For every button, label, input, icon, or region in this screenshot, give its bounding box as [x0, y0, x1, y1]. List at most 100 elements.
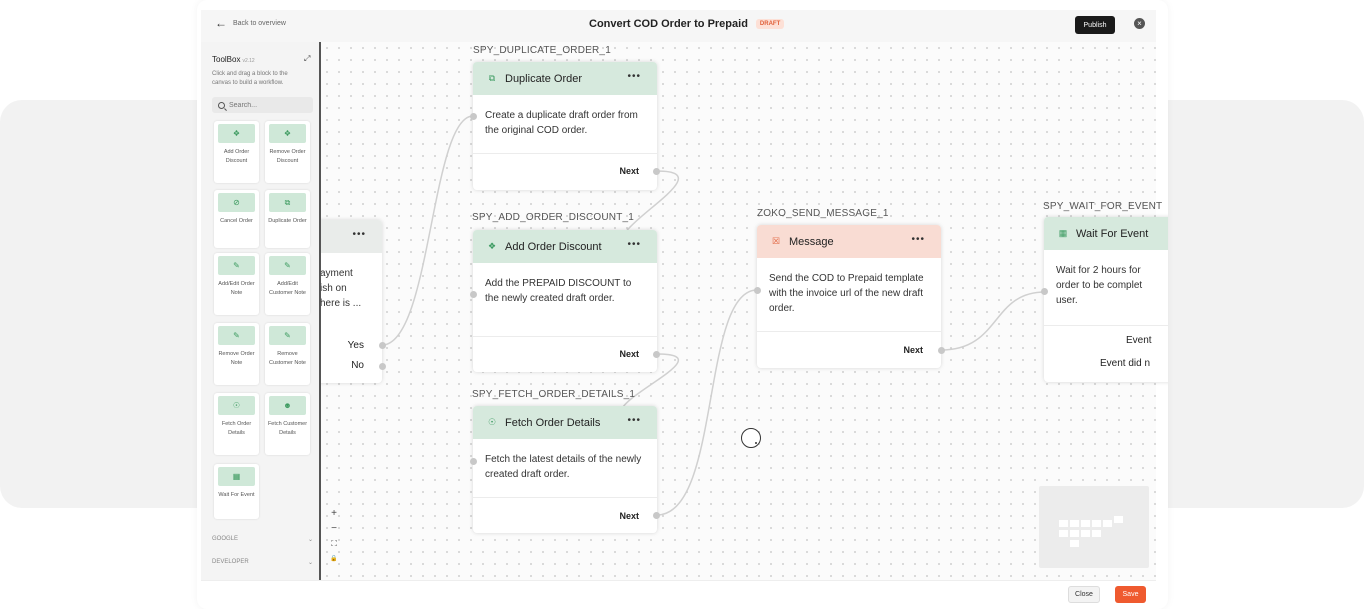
toolbox-section-developer[interactable]: DEVELOPER ⌄ — [212, 559, 313, 566]
node-header: ☒ Message ••• — [757, 225, 941, 258]
workflow-editor: ← Back to overview Convert COD Order to … — [197, 0, 1168, 609]
wait-for-event-node[interactable]: ▦ Wait For Event Wait for 2 hours for or… — [1044, 217, 1168, 382]
more-options-icon[interactable]: ••• — [627, 239, 641, 250]
node-title: Wait For Event — [1076, 227, 1149, 240]
next-label: Next — [619, 349, 639, 359]
copy-icon: ⧉ — [269, 193, 306, 212]
tag-icon: ❖ — [218, 124, 255, 143]
input-port[interactable] — [1041, 288, 1048, 295]
toolbox-block-remove-order-discount[interactable]: ❖ Remove Order Discount — [265, 121, 310, 183]
editor-header: ← Back to overview Convert COD Order to … — [201, 10, 1156, 42]
next-label: Next — [619, 166, 639, 176]
more-options-icon[interactable]: ••• — [352, 229, 366, 240]
mouse-cursor — [741, 428, 761, 448]
toolbox-block-remove-customer-note[interactable]: ✎ Remove Customer Note — [265, 323, 310, 385]
search-input[interactable] — [229, 101, 299, 109]
toolbox-block-fetch-customer-details[interactable]: ☻ Fetch Customer Details — [265, 393, 310, 455]
calendar-icon: ▦ — [1058, 228, 1068, 238]
toolbox-block-duplicate-order[interactable]: ⧉ Duplicate Order — [265, 190, 310, 248]
message-icon: ☒ — [771, 236, 781, 246]
next-port[interactable] — [653, 512, 660, 519]
next-label: Next — [903, 345, 923, 355]
user-icon: ☻ — [269, 396, 306, 415]
input-port[interactable] — [470, 291, 477, 298]
editor-footer: Close Save — [201, 580, 1156, 606]
more-options-icon[interactable]: ••• — [911, 234, 925, 245]
note-icon: ✎ — [218, 326, 255, 345]
edge-message-to-wait — [940, 291, 1046, 351]
duplicate-order-node[interactable]: ⧉ Duplicate Order ••• Create a duplicate… — [473, 62, 657, 190]
node-header: ☉ Fetch Order Details ••• — [473, 406, 657, 439]
chevron-down-icon: ⌄ — [307, 560, 313, 566]
toolbox-block-cancel-order[interactable]: ⊘ Cancel Order — [214, 190, 259, 248]
message-node[interactable]: ☒ Message ••• Send the COD to Prepaid te… — [757, 225, 941, 368]
back-label: Back to overview — [233, 19, 286, 27]
back-link[interactable]: ← Back to overview — [215, 16, 286, 30]
close-icon[interactable]: × — [1134, 18, 1145, 29]
toolbox-block-wait-for-event[interactable]: ▦ Wait For Event — [214, 464, 259, 519]
tag-icon: ❖ — [487, 241, 497, 251]
node-divider — [473, 153, 657, 154]
node-header: ▦ Wait For Event — [1044, 217, 1168, 250]
minimap[interactable] — [1039, 486, 1149, 568]
edge-yes-to-duplicate — [381, 115, 474, 346]
input-port[interactable] — [470, 113, 477, 120]
edge-fetch-to-message — [656, 289, 758, 516]
node-id-label: SPY_WAIT_FOR_EVENT — [1043, 201, 1163, 212]
input-port[interactable] — [470, 458, 477, 465]
toolbox-section-google[interactable]: GOOGLE ⌄ — [212, 536, 313, 543]
node-divider — [757, 331, 941, 332]
node-description: ayment ish on here is ... — [320, 268, 362, 309]
toolbox-block-fetch-order-details[interactable]: ☉ Fetch Order Details — [214, 393, 259, 455]
note-icon: ✎ — [269, 256, 306, 275]
toolbox-search[interactable] — [212, 97, 313, 113]
node-divider — [473, 336, 657, 337]
node-id-label: SPY_FETCH_ORDER_DETAILS_1 — [472, 389, 636, 400]
yes-port[interactable] — [379, 342, 386, 349]
node-title: Duplicate Order — [505, 72, 583, 85]
lock-icon[interactable]: 🔒 — [330, 556, 338, 562]
zoom-out-button[interactable]: − — [331, 523, 337, 534]
input-port[interactable] — [754, 287, 761, 294]
node-header: ❖ Add Order Discount ••• — [473, 230, 657, 263]
node-description: Wait for 2 hours for order to be complet… — [1056, 265, 1143, 306]
note-icon: ✎ — [269, 326, 306, 345]
node-header: ⧉ Duplicate Order ••• — [473, 62, 657, 95]
expand-icon[interactable]: ⤢ — [304, 54, 311, 63]
toolbox-block-remove-order-note[interactable]: ✎ Remove Order Note — [214, 323, 259, 385]
toolbox-block-add-order-discount[interactable]: ❖ Add Order Discount — [214, 121, 259, 183]
close-button[interactable]: Close — [1068, 586, 1100, 603]
zoom-in-button[interactable]: + — [331, 508, 337, 519]
node-description: Fetch the latest details of the newly cr… — [485, 454, 642, 480]
more-options-icon[interactable]: ••• — [627, 71, 641, 82]
toolbox-block-add-edit-customer-note[interactable]: ✎ Add/Edit Customer Note — [265, 253, 310, 315]
fetch-order-details-node[interactable]: ☉ Fetch Order Details ••• Fetch the late… — [473, 406, 657, 533]
calendar-icon: ▦ — [218, 467, 255, 486]
add-order-discount-node[interactable]: ❖ Add Order Discount ••• Add the PREPAID… — [473, 230, 657, 372]
workflow-canvas[interactable]: ••• ayment ish on here is ... Yes No SPY… — [201, 42, 1168, 580]
status-badge: DRAFT — [755, 19, 785, 29]
more-options-icon[interactable]: ••• — [627, 415, 641, 426]
node-description: Create a duplicate draft order from the … — [485, 110, 638, 136]
cancel-icon: ⊘ — [218, 193, 255, 212]
arrow-left-icon: ← — [215, 16, 227, 30]
node-title: Message — [789, 235, 834, 248]
no-branch-label: No — [351, 360, 364, 371]
event-outcome-label: Event — [1126, 335, 1152, 346]
note-icon: ✎ — [218, 256, 255, 275]
chevron-down-icon: ⌄ — [307, 537, 313, 543]
event-outcome-label: Event did n — [1100, 358, 1151, 369]
no-port[interactable] — [379, 363, 386, 370]
next-port[interactable] — [938, 347, 945, 354]
node-description: Send the COD to Prepaid template with th… — [769, 273, 924, 314]
toolbox-block-add-edit-order-note[interactable]: ✎ Add/Edit Order Note — [214, 253, 259, 315]
next-port[interactable] — [653, 351, 660, 358]
yes-branch-label: Yes — [347, 340, 364, 351]
node-description: Add the PREPAID DISCOUNT to the newly cr… — [485, 278, 632, 304]
search-icon — [218, 101, 225, 109]
save-button[interactable]: Save — [1115, 586, 1146, 603]
next-port[interactable] — [653, 168, 660, 175]
fit-view-icon[interactable]: ⛶ — [331, 539, 337, 548]
publish-button[interactable]: Publish — [1075, 16, 1115, 34]
